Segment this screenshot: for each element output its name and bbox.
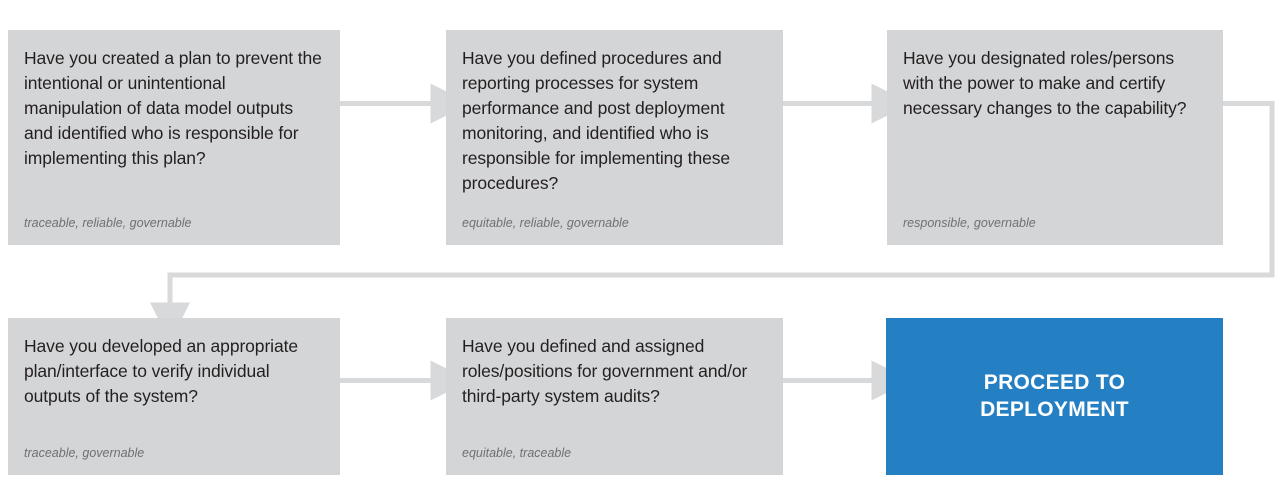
question-text: Have you designated roles/persons with t… (903, 48, 1187, 119)
question-tags: equitable, traceable (462, 445, 572, 460)
terminal-label-line-2: DEPLOYMENT (980, 397, 1129, 421)
question-tags: responsible, governable (903, 215, 1036, 230)
question-box-3[interactable]: Have you designated roles/persons with t… (887, 30, 1223, 245)
terminal-label: PROCEED TO DEPLOYMENT (980, 370, 1129, 424)
question-box-5[interactable]: Have you defined and assigned roles/posi… (446, 318, 783, 475)
question-tags: equitable, reliable, governable (462, 215, 629, 230)
question-box-2[interactable]: Have you defined procedures and reportin… (446, 30, 783, 245)
question-text: Have you defined procedures and reportin… (462, 48, 730, 194)
question-text: Have you created a plan to prevent the i… (24, 48, 322, 169)
question-text: Have you developed an appropriate plan/i… (24, 336, 298, 407)
question-box-4[interactable]: Have you developed an appropriate plan/i… (8, 318, 340, 475)
proceed-to-deployment-box[interactable]: PROCEED TO DEPLOYMENT (886, 318, 1223, 475)
question-tags: traceable, governable (24, 445, 145, 460)
question-tags: traceable, reliable, governable (24, 215, 192, 230)
question-box-1[interactable]: Have you created a plan to prevent the i… (8, 30, 340, 245)
terminal-label-line-1: PROCEED TO (983, 370, 1126, 394)
question-text: Have you defined and assigned roles/posi… (462, 336, 748, 407)
